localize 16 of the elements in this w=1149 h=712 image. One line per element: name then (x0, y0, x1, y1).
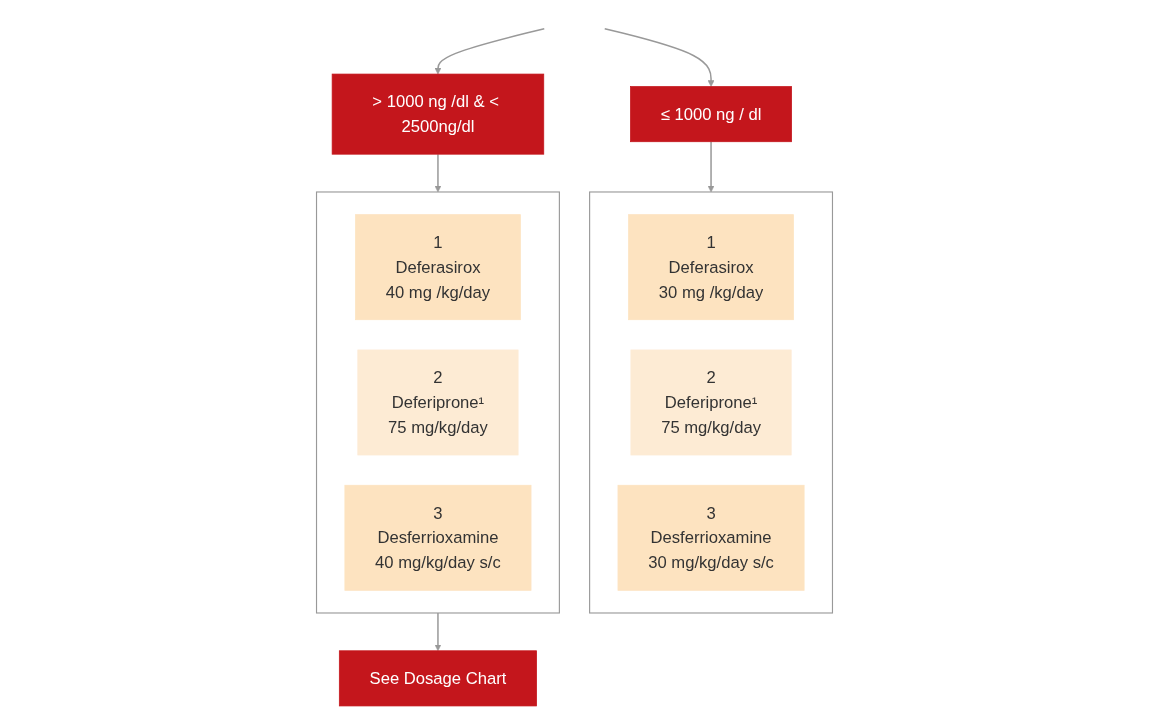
node-box: 1 Deferasirox 30 mg /kg/day (628, 214, 794, 321)
node-box: See Dosage Chart (338, 650, 537, 707)
node-box: > 1000 ng /dl & < 2500ng/dl (331, 73, 545, 155)
arrow (707, 140, 715, 193)
node-box: 3 Desferrioxamine 40 mg/kg/day s/c (344, 484, 532, 591)
arrow (434, 612, 442, 652)
node-box: 2 Deferiprone¹ 75 mg/kg/day (630, 349, 792, 456)
node-box: ≤ 1000 ng / dl (630, 86, 792, 143)
arrow (603, 27, 715, 87)
node-box: 2 Deferiprone¹ 75 mg/kg/day (357, 349, 519, 456)
cluster (589, 191, 834, 614)
arrow (434, 27, 546, 75)
node-box: 1 Deferasirox 40 mg /kg/day (355, 214, 521, 321)
arrow (434, 153, 442, 193)
node-box: 3 Desferrioxamine 30 mg/kg/day s/c (617, 484, 805, 591)
cluster (315, 191, 560, 614)
